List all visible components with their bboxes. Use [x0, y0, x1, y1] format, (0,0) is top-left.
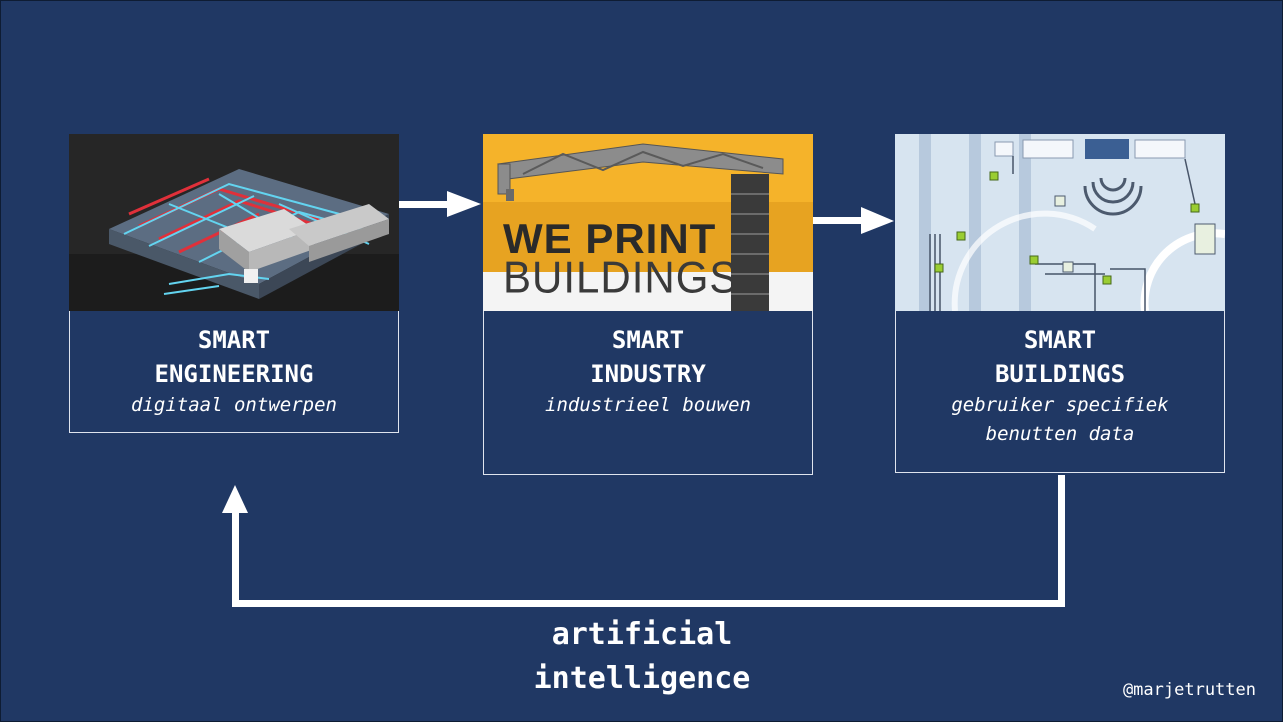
card-smart-buildings-label: SMART BUILDINGS gebruiker specifiek benu…	[895, 311, 1225, 473]
sensor-network-schematic-image	[895, 134, 1225, 311]
card-title-line2: INDUSTRY	[590, 360, 706, 388]
we-print-banner-text: WE PRINT	[503, 215, 717, 262]
arrow-engineering-to-industry-shaft	[399, 201, 451, 208]
loop-label-artificial-intelligence: artificial intelligence	[441, 613, 843, 701]
card-smart-industry-label: SMART INDUSTRY industrieel bouwen	[483, 311, 813, 475]
card-subtitle: gebruiker specifiek benutten data	[951, 394, 1169, 445]
card-title-line1: SMART	[611, 326, 685, 354]
card-subtitle: industrieel bouwen	[545, 394, 751, 416]
card-title-line2: ENGINEERING	[154, 360, 314, 388]
loop-label-line1: artificial	[551, 617, 733, 652]
loop-label-line2: intelligence	[533, 661, 751, 696]
3d-printing-gantry-image: WE PRINT BUILDINGS	[483, 134, 813, 311]
arrow-industry-to-buildings-head	[861, 207, 894, 234]
card-title-line1: SMART	[197, 326, 271, 354]
author-handle: @marjetrutten	[1122, 680, 1256, 700]
arrow-industry-to-buildings-shaft	[813, 217, 865, 224]
buildings-banner-text: BUILDINGS	[503, 252, 739, 303]
card-subtitle: digitaal ontwerpen	[131, 394, 337, 416]
card-title-line2: BUILDINGS	[994, 360, 1126, 388]
arrow-engineering-to-industry-head	[447, 191, 481, 217]
card-smart-engineering-label: SMART ENGINEERING digitaal ontwerpen	[69, 311, 399, 433]
feedback-loop-arrow	[222, 475, 1065, 607]
card-title-line1: SMART	[1023, 326, 1097, 354]
bim-building-model-image	[69, 134, 399, 311]
